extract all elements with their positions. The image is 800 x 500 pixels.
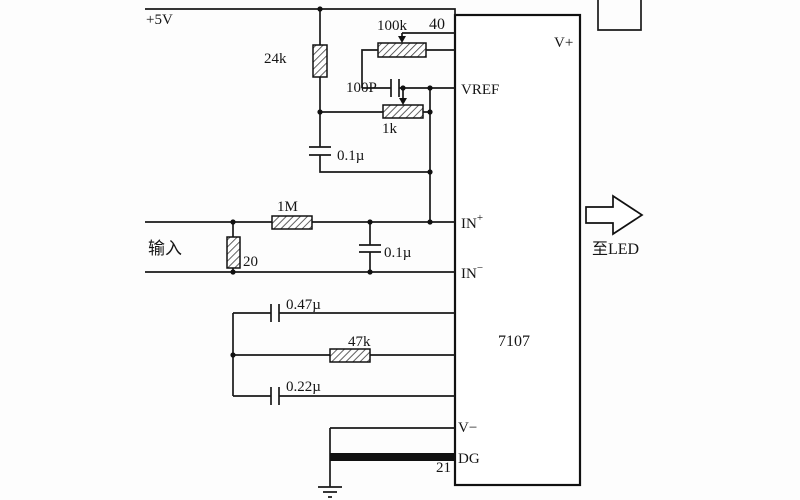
resistor-20-body (226, 236, 241, 269)
input-network: 输入 1M 20 0.1µ (145, 199, 455, 273)
pin-in-plus-sup: + (477, 212, 483, 224)
junction-dot (317, 6, 323, 12)
capacitor-100p: 100P (346, 79, 455, 97)
resistor-1m: 1M (271, 199, 313, 230)
junction-dot (317, 109, 323, 115)
capacitor-100p-label: 100P (346, 80, 377, 96)
resistor-20-label: 20 (243, 254, 258, 270)
wire-top-rail (145, 8, 456, 15)
capacitor-0p22u-label: 0.22µ (286, 379, 321, 395)
capacitor-ref-plates (309, 146, 331, 156)
junction-dot (367, 269, 373, 275)
output-to-led: 至LED (585, 194, 644, 258)
junction-dot (230, 352, 236, 358)
potentiometer-100k: 100k (361, 18, 455, 88)
to-led-annotation: 至LED (592, 241, 639, 258)
capacitor-0p22u: 0.22µ (233, 379, 455, 405)
ground-symbol-icon (318, 486, 342, 498)
junction-dot (427, 169, 433, 175)
capacitor-in-label: 0.1µ (384, 245, 412, 261)
capacitor-in-wires (359, 222, 381, 272)
pin-in-minus-sup: − (477, 262, 483, 274)
junction-dot (427, 109, 433, 115)
resistor-1m-body (271, 215, 313, 230)
resistor-24k-label: 24k (264, 51, 287, 67)
ic-part-number: 7107 (498, 333, 530, 350)
resistor-20: 20 (226, 222, 258, 272)
wire-top-right-stub (597, 0, 642, 31)
potentiometer-1k-wiper-arrow-icon (399, 98, 407, 105)
resistor-47k-label: 47k (348, 334, 371, 350)
potentiometer-100k-body (377, 42, 427, 58)
capacitor-ref-0p1u: 0.1µ (309, 146, 365, 164)
junction-dot (427, 85, 433, 91)
reference-network: +5V 24k 0.1µ 100k 100P 1k (145, 8, 456, 222)
pin-label-in-plus: IN+ (461, 212, 483, 232)
resistor-1m-label: 1M (277, 199, 298, 215)
resistor-47k: 47k (233, 334, 455, 363)
pin-label-in-minus: IN− (461, 262, 483, 282)
pin-label-dg: DG (458, 451, 480, 467)
capacitor-0p47u-wires (233, 304, 455, 322)
ic-7107: 7107 V+ VREF IN+ IN− V− DG 40 21 (429, 13, 582, 487)
capacitor-100p-wires (362, 79, 455, 97)
resistor-24k-body (312, 44, 328, 78)
capacitor-0p47u-label: 0.47µ (286, 297, 321, 313)
pin-in-plus-base: IN (461, 216, 477, 232)
capacitor-0p47u: 0.47µ (233, 297, 455, 322)
supply-label: +5V (146, 12, 173, 28)
integrator-network: 0.47µ 47k 0.22µ (232, 297, 455, 405)
junction-dot (230, 269, 236, 275)
junction-dot (230, 219, 236, 225)
block-arrow-icon (585, 194, 644, 236)
junction-dot (367, 219, 373, 225)
pin-number-21: 21 (436, 460, 451, 476)
junction-dot (427, 219, 433, 225)
potentiometer-100k-label: 100k (377, 18, 408, 34)
capacitor-0p22u-wires (233, 387, 455, 405)
pin-label-vplus: V+ (554, 35, 573, 51)
ic-outline (453, 13, 582, 487)
resistor-47k-body (329, 348, 371, 363)
junction-dots (230, 6, 433, 358)
pin-in-minus-base: IN (461, 266, 477, 282)
pin-label-vminus: V− (458, 420, 477, 436)
pin-number-40: 40 (429, 16, 445, 33)
potentiometer-100k-wiper-arrow-icon (398, 36, 406, 43)
potentiometer-1k-label: 1k (382, 121, 398, 137)
junction-dot (400, 85, 406, 91)
potentiometer-100k-wires (361, 32, 455, 88)
capacitor-ref-label: 0.1µ (337, 148, 365, 164)
input-annotation: 输入 (148, 239, 182, 258)
resistor-24k: 24k (264, 44, 328, 78)
pin-label-vref: VREF (461, 82, 499, 98)
capacitor-in-0p1u: 0.1µ (359, 222, 412, 272)
potentiometer-1k-body (382, 104, 424, 119)
power-ground-network (318, 0, 642, 498)
